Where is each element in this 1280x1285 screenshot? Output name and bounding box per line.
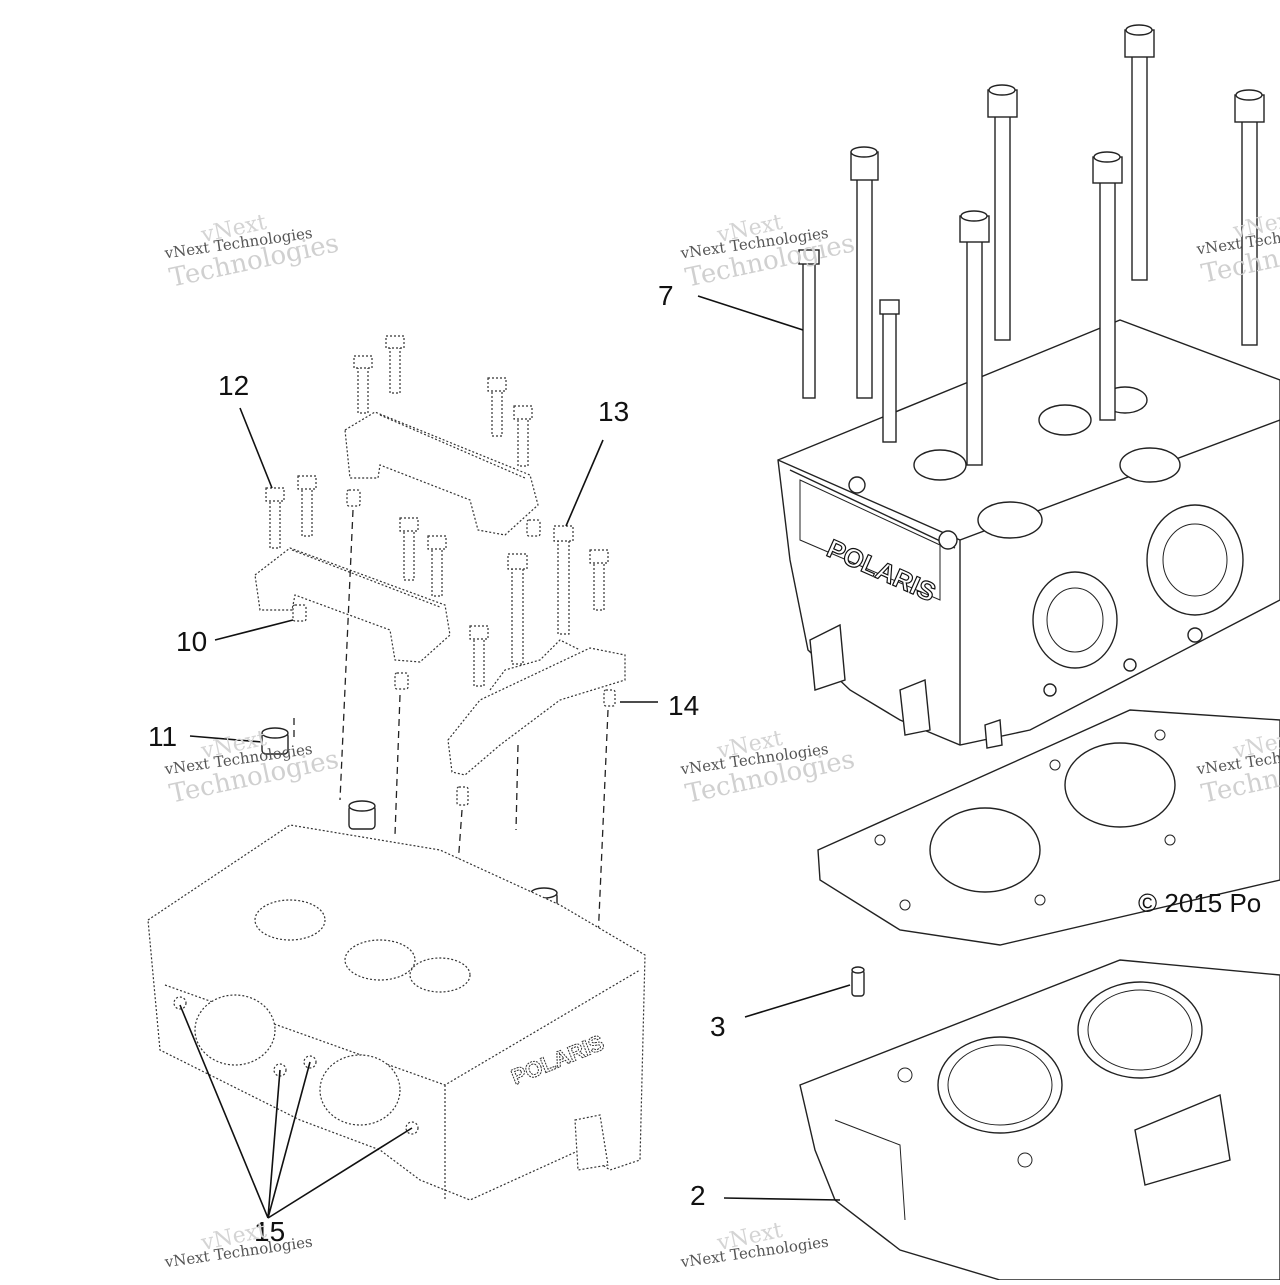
camshaft-cap-lower [254,547,451,663]
copyright-notice: © 2015 Po [1138,888,1262,918]
callout-12: 12 [218,370,250,401]
cylinder-head-dotted: POLARIS [147,824,646,1201]
callout-7: 7 [658,280,674,311]
callout-10: 10 [176,626,208,657]
callout-3: 3 [710,1011,726,1042]
dowel-pin [851,966,865,997]
head-gasket [817,709,1280,946]
camshaft-carrier [447,639,626,776]
callout-13: 13 [598,396,630,427]
leader-lines [179,295,851,1219]
camshaft-cap-upper [344,411,539,536]
callout-2: 2 [690,1180,706,1211]
cylinder-block [799,959,1280,1281]
callout-11: 11 [148,721,178,752]
callout-14: 14 [668,690,700,721]
cam-cap-bolts [265,335,609,687]
head-bolts-set [798,24,1265,466]
cylinder-head-assembly: POLARIS [777,319,1280,749]
callout-15: 15 [254,1216,286,1247]
assembly-guide-lines [293,509,609,941]
